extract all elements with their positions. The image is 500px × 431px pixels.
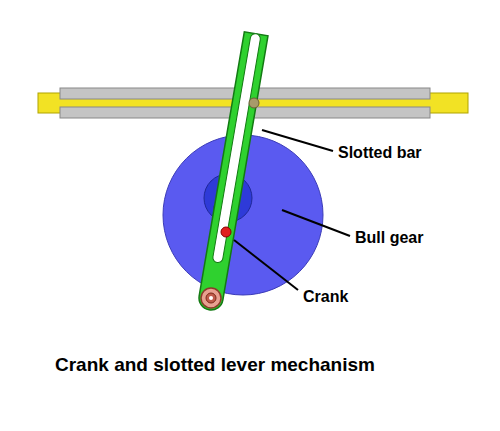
part-label: Crank (303, 287, 348, 307)
slotted-bar (197, 32, 268, 312)
lever-pivot (201, 288, 221, 308)
leader-line (282, 210, 350, 236)
leader-line (262, 130, 333, 151)
lever-pivot (209, 296, 213, 300)
slider-block (249, 98, 259, 108)
leader-line (234, 240, 298, 290)
caption: Crank and slotted lever mechanism (55, 353, 375, 377)
part-label: Bull gear (355, 228, 423, 248)
part-label: Slotted bar (338, 143, 422, 163)
lever-pivot (206, 293, 216, 303)
crank-pin (221, 227, 231, 237)
